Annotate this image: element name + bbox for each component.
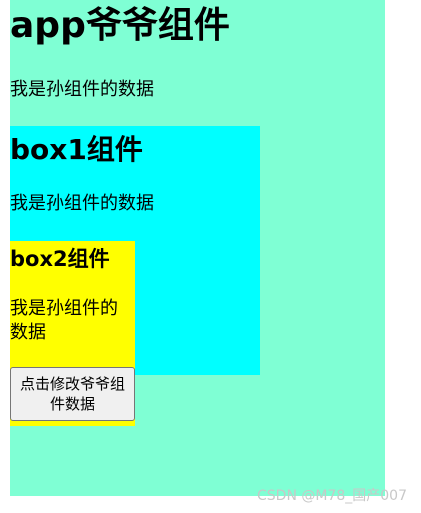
box1-component: box1组件 我是孙组件的数据 box2组件 我是孙组件的数据 点击修改爷爷组件…	[10, 126, 260, 426]
app-title: app爷爷组件	[10, 5, 230, 46]
box2-title: box2组件	[10, 247, 110, 271]
modify-grandparent-data-button[interactable]: 点击修改爷爷组件数据	[10, 367, 135, 421]
box2-data-text: 我是孙组件的数据	[10, 298, 118, 343]
csdn-watermark: CSDN @M78_国产007	[257, 488, 407, 504]
box2-component: box2组件 我是孙组件的数据 点击修改爷爷组件数据	[10, 241, 135, 426]
app-data-text: 我是孙组件的数据	[10, 79, 154, 100]
app-grandparent-component: app爷爷组件 我是孙组件的数据 box1组件 我是孙组件的数据 box2组件 …	[10, 0, 385, 496]
box1-data-text: 我是孙组件的数据	[10, 193, 154, 214]
box1-title: box1组件	[10, 133, 143, 166]
